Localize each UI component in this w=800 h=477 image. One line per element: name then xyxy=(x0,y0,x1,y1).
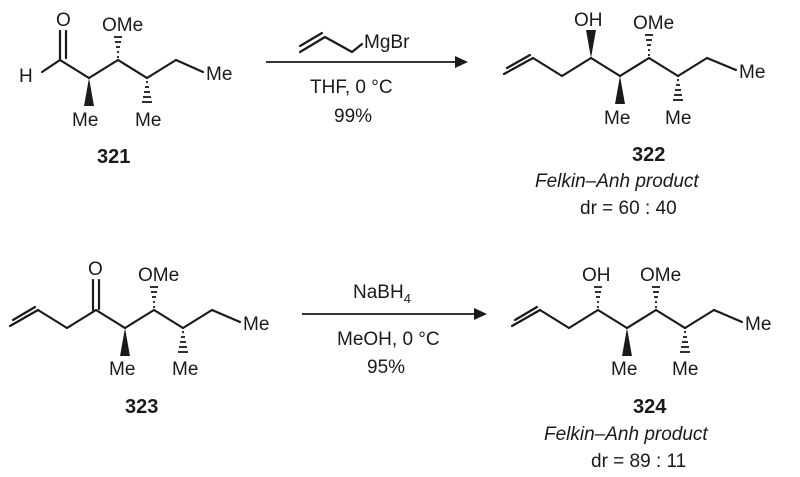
compound-label: 322 xyxy=(632,144,665,166)
atom-Me: Me xyxy=(172,359,198,380)
reagent-conditions: THF, 0 °C xyxy=(310,77,393,98)
atom-OH: OH xyxy=(582,265,611,286)
reaction-arrow-1: MgBr THF, 0 °C 99% xyxy=(266,31,468,127)
atom-OMe: OMe xyxy=(102,15,143,36)
compound-label: 323 xyxy=(125,396,158,418)
diastereomeric-ratio: dr = 60 : 40 xyxy=(580,198,677,219)
atom-Me: Me xyxy=(243,314,269,335)
product-note: Felkin–Anh product xyxy=(535,171,699,192)
atom-Me: Me xyxy=(739,62,765,83)
atom-OMe: OMe xyxy=(633,13,674,34)
reagent-label: MgBr xyxy=(364,32,410,53)
hashed-bond xyxy=(652,286,660,308)
atom-OMe: OMe xyxy=(640,265,681,286)
atom-Me: Me xyxy=(611,359,637,380)
atom-O: O xyxy=(88,259,103,280)
reagent-label: NaBH4 xyxy=(353,282,411,306)
atom-Me: Me xyxy=(672,359,698,380)
hashed-bond xyxy=(594,286,602,308)
compound-324: OH OMe Me Me Me 324 Felkin–Anh product d… xyxy=(510,265,771,472)
reaction-arrow-2: NaBH4 MeOH, 0 °C 95% xyxy=(302,282,487,378)
hashed-bond xyxy=(680,331,690,353)
compound-label: 324 xyxy=(633,396,667,418)
hashed-bond xyxy=(178,331,188,353)
atom-Me: Me xyxy=(72,110,98,131)
compound-label: 321 xyxy=(97,146,130,168)
hashed-bond xyxy=(645,34,653,56)
atom-Me: Me xyxy=(135,110,161,131)
atom-OMe: OMe xyxy=(138,265,179,286)
compound-323: O OMe Me Me Me 323 xyxy=(8,259,269,418)
atom-Me: Me xyxy=(109,359,135,380)
atom-Me: Me xyxy=(604,108,630,129)
atom-Me: Me xyxy=(745,314,771,335)
atom-H: H xyxy=(19,66,33,87)
atom-Me: Me xyxy=(665,108,691,129)
product-note: Felkin–Anh product xyxy=(544,424,708,445)
reagent-yield: 95% xyxy=(367,357,405,378)
compound-322: OH OMe Me Me Me 322 Felkin–Anh product d… xyxy=(502,10,765,219)
hashed-bond xyxy=(114,36,122,58)
atom-OH: OH xyxy=(574,10,603,31)
reagent-conditions: MeOH, 0 °C xyxy=(337,329,440,350)
diastereomeric-ratio: dr = 89 : 11 xyxy=(591,451,686,472)
atom-Me: Me xyxy=(206,64,232,85)
hashed-bond xyxy=(142,81,152,103)
atom-O: O xyxy=(56,10,71,31)
reagent-yield: 99% xyxy=(334,106,372,127)
compound-321: O H OMe Me Me Me 321 xyxy=(19,10,232,168)
hashed-bond xyxy=(150,286,158,308)
hashed-bond xyxy=(673,79,683,101)
